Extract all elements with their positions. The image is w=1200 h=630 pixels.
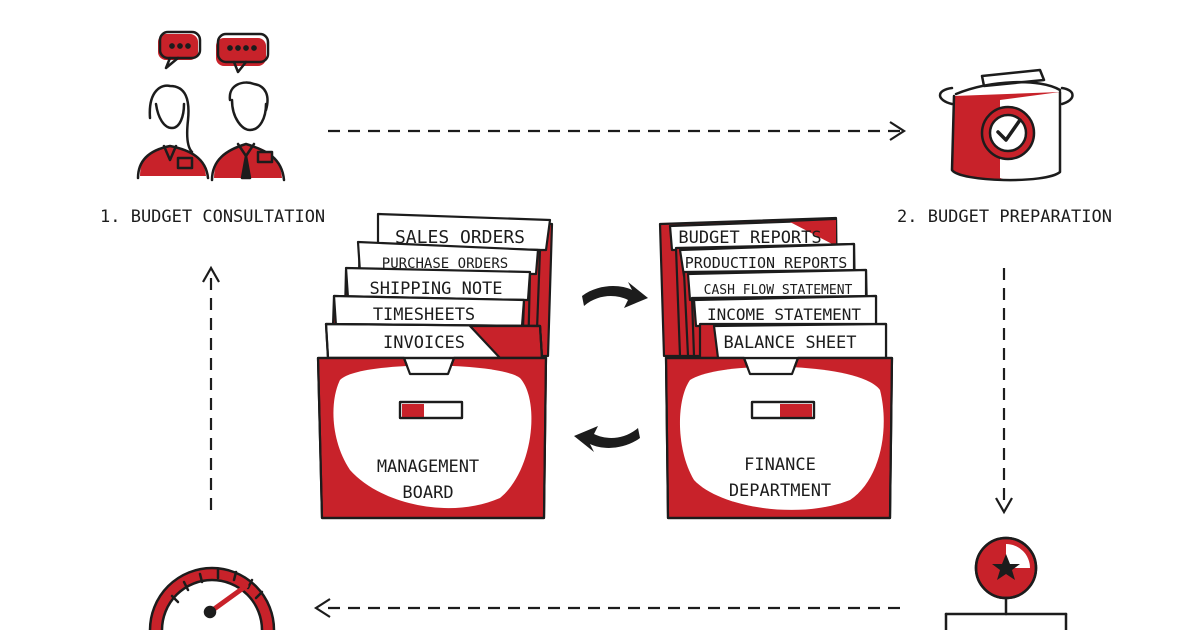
left-document-labels: SALES ORDERS PURCHASE ORDERS SHIPPING NO… [369,227,525,503]
flow-arrow-monitoring-to-consultation [202,265,220,510]
left-doc-label-5: INVOICES [383,333,465,353]
right-doc-label-3: CASH FLOW STATEMENT [704,283,853,298]
exchange-arrow-left-icon [574,426,640,452]
right-doc-label-5: BALANCE SHEET [723,333,856,353]
consultation-people-icon [136,30,286,182]
left-doc-label-2: PURCHASE ORDERS [382,256,508,272]
speedometer-gauge-icon [148,566,276,630]
right-document-labels: BUDGET REPORTS PRODUCTION REPORTS CASH F… [678,228,861,501]
management-board-file-box [316,212,554,520]
exchange-arrow-right-icon [582,282,648,308]
step-2-label: 2. BUDGET PREPARATION [897,207,1112,227]
finance-department-file-box [658,216,894,520]
right-box-label-line2: DEPARTMENT [729,481,831,501]
right-doc-label-2: PRODUCTION REPORTS [685,254,848,272]
right-doc-label-1: BUDGET REPORTS [678,228,821,248]
left-doc-label-3: SHIPPING NOTE [369,279,502,299]
left-box-label-line2: BOARD [402,483,453,503]
left-box-label-line1: MANAGEMENT [377,457,479,477]
step-1-label: 1. BUDGET CONSULTATION [100,207,325,227]
left-document-5 [324,322,544,360]
org-chart-star-icon [944,536,1068,630]
right-document-5 [698,322,888,360]
flow-arrow-approval-to-monitoring [313,598,900,618]
flow-arrow-consultation-to-preparation [328,121,907,141]
flow-arrow-preparation-to-approval [995,268,1013,515]
left-doc-label-4: TIMESHEETS [373,305,475,325]
left-doc-label-1: SALES ORDERS [395,227,525,248]
right-doc-label-4: INCOME STATEMENT [707,305,861,324]
cooking-pot-clock-icon [938,68,1074,182]
right-box-label-line1: FINANCE [744,455,816,475]
